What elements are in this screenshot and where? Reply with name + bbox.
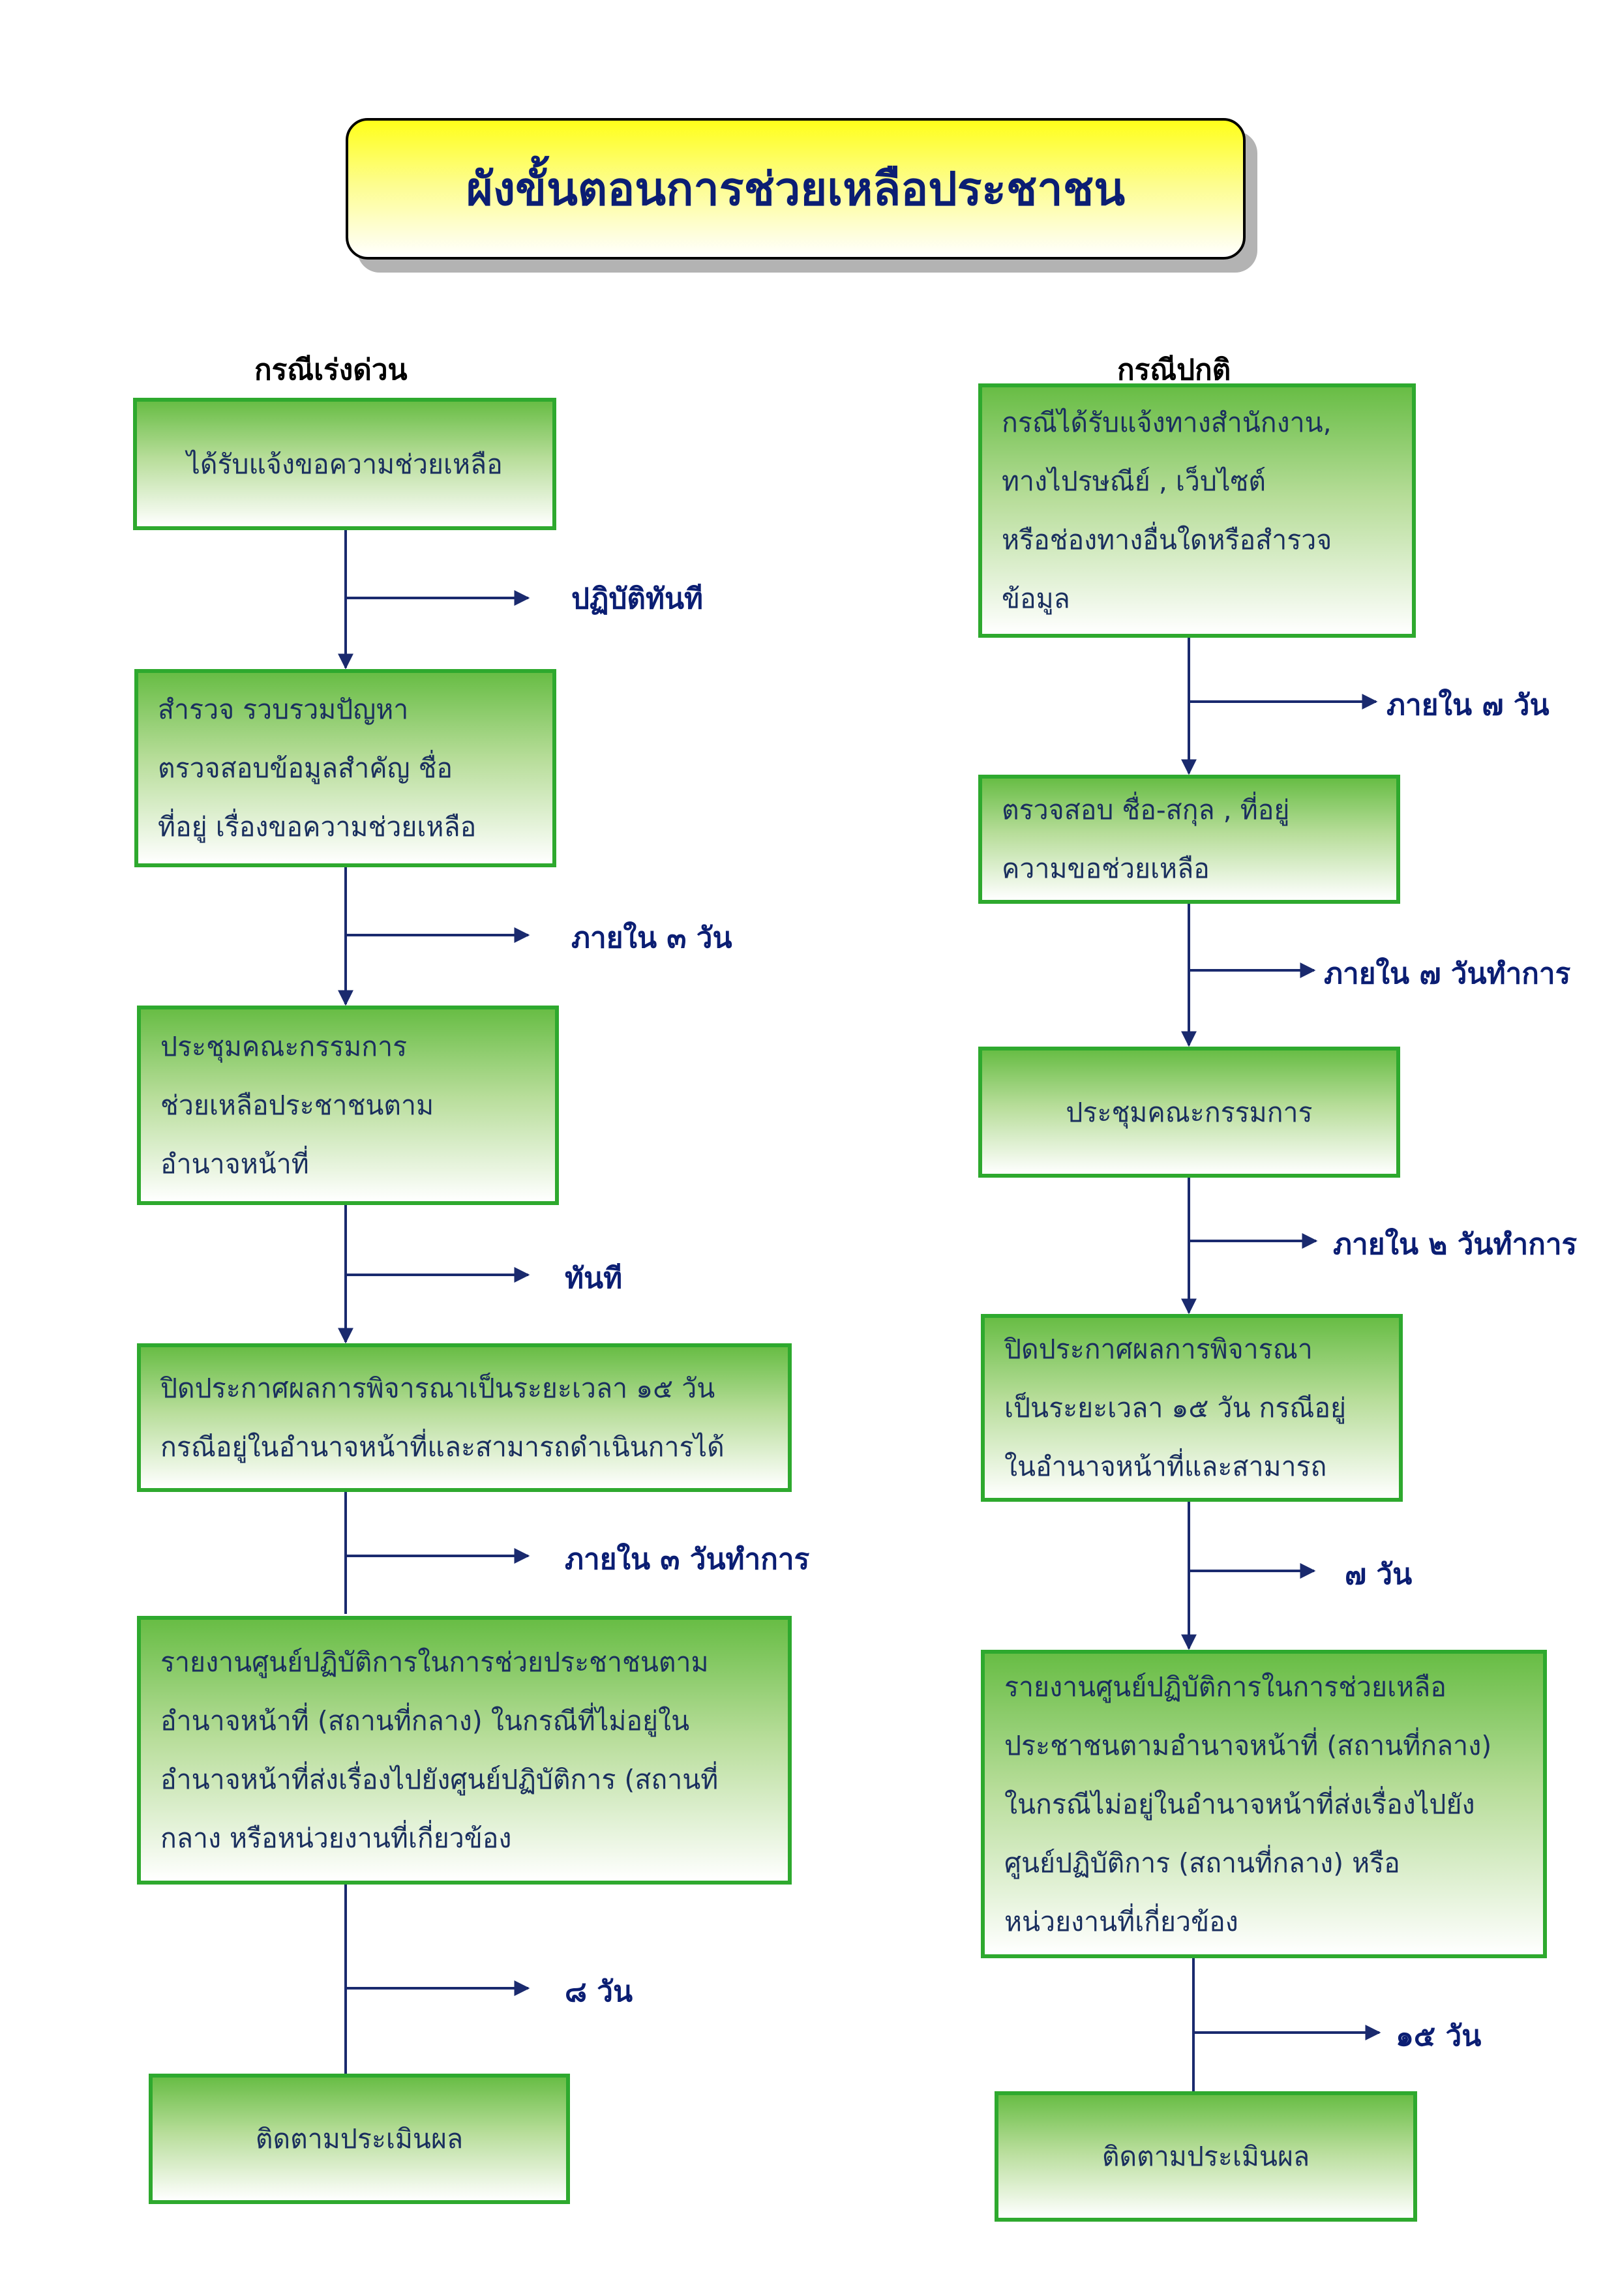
urgent-timing-3: ทันที [565,1262,623,1295]
step-line: ประชุมคณะกรรมการ [160,1031,408,1062]
step-line: อำนาจหน้าที่ (สถานที่กลาง) ในกรณีที่ไม่อ… [160,1705,690,1737]
normal-timing-5: ๑๕ วัน [1396,2020,1482,2053]
urgent-step-3: ประชุมคณะกรรมการ ช่วยเหลือประชาชนตาม อำน… [137,1006,559,1205]
step-line: กรณีอยู่ในอำนาจหน้าที่และสามารถดำเนินการ… [160,1431,725,1463]
urgent-step-5: รายงานศูนย์ปฏิบัติการในการช่วยประชาชนตาม… [137,1616,792,1885]
step-line: สำรวจ รวบรวมปัญหา [158,694,409,725]
step-line: กรณีได้รับแจ้งทางสำนักงาน, [1002,407,1332,438]
step-line: ปิดประกาศผลการพิจารณา [1004,1334,1313,1365]
normal-step-1: กรณีได้รับแจ้งทางสำนักงาน, ทางไปรษณีย์ ,… [978,383,1416,638]
step-line: ความขอช่วยเหลือ [1002,853,1210,884]
step-line: เป็นระยะเวลา ๑๕ วัน กรณีอยู่ [1004,1392,1347,1424]
step-line: หน่วยงานที่เกี่ยวข้อง [1004,1905,1238,1937]
normal-step-2: ตรวจสอบ ชื่อ-สกุล , ที่อยู่ ความขอช่วยเห… [978,775,1400,904]
normal-timing-3: ภายใน ๒ วันทำการ [1333,1228,1578,1261]
normal-step-6: ติดตามประเมินผล [995,2091,1417,2222]
urgent-heading: กรณีเร่งด่วน [254,353,408,387]
urgent-step-2: สำรวจ รวบรวมปัญหา ตรวจสอบข้อมูลสำคัญ ชื่… [134,669,556,867]
step-line: ติดตามประเมินผล [255,2123,464,2154]
normal-timing-4: ๗ วัน [1345,1558,1413,1591]
step-line: ประชุมคณะกรรมการ [1066,1096,1313,1128]
step-line: อำนาจหน้าที่ส่งเรื่องไปยังศูนย์ปฏิบัติกา… [160,1764,719,1795]
normal-timing-2: ภายใน ๗ วันทำการ [1324,957,1571,991]
urgent-step-4: ปิดประกาศผลการพิจารณาเป็นระยะเวลา ๑๕ วัน… [137,1343,792,1492]
step-line: ติดตามประเมินผล [1101,2141,1310,2172]
urgent-timing-5: ๘ วัน [565,1975,633,2008]
urgent-step-1: ได้รับแจ้งขอความช่วยเหลือ [133,398,556,530]
step-line: ในอำนาจหน้าที่และสามารถ [1004,1451,1327,1482]
step-line: อำนาจหน้าที่ [160,1148,309,1180]
urgent-timing-1: ปฏิบัติทันที [571,582,704,616]
step-line: ตรวจสอบข้อมูลสำคัญ ชื่อ [158,753,453,784]
urgent-timing-2: ภายใน ๓ วัน [571,921,732,955]
step-line: ในกรณีไม่อยู่ในอำนาจหน้าที่ส่งเรื่องไปยั… [1004,1788,1475,1820]
step-line: ได้รับแจ้งขอความช่วยเหลือ [187,448,503,480]
step-line: ที่อยู่ เรื่องขอความช่วยเหลือ [158,811,477,842]
step-line: รายงานศูนย์ปฏิบัติการในการช่วยเหลือ [1004,1671,1446,1703]
urgent-step-6: ติดตามประเมินผล [149,2074,570,2204]
step-line: กลาง หรือหน่วยงานที่เกี่ยวข้อง [160,1823,512,1854]
step-line: ปิดประกาศผลการพิจารณาเป็นระยะเวลา ๑๕ วัน [160,1373,715,1404]
step-line: ทางไปรษณีย์ , เว็บไซต์ [1002,466,1266,497]
step-line: ช่วยเหลือประชาชนตาม [160,1090,434,1121]
step-line: ประชาชนตามอำนาจหน้าที่ (สถานที่กลาง) [1004,1729,1492,1761]
normal-step-5: รายงานศูนย์ปฏิบัติการในการช่วยเหลือ ประช… [981,1650,1547,1958]
title-banner: ผังขั้นตอนการช่วยเหลือประชาชน [346,118,1246,260]
normal-step-4: ปิดประกาศผลการพิจารณา เป็นระยะเวลา ๑๕ วั… [981,1314,1403,1502]
normal-heading: กรณีปกติ [1117,353,1231,387]
step-line: รายงานศูนย์ปฏิบัติการในการช่วยประชาชนตาม [160,1647,709,1678]
step-line: หรือช่องทางอื่นใดหรือสำรวจ [1002,524,1332,556]
normal-step-3: ประชุมคณะกรรมการ [978,1047,1400,1178]
normal-timing-1: ภายใน ๗ วัน [1386,689,1550,722]
step-line: ข้อมูล [1002,583,1070,614]
step-line: ตรวจสอบ ชื่อ-สกุล , ที่อยู่ [1002,794,1290,826]
urgent-timing-4: ภายใน ๓ วันทำการ [565,1543,810,1576]
step-line: ศูนย์ปฏิบัติการ (สถานที่กลาง) หรือ [1004,1847,1400,1879]
page-title: ผังขั้นตอนการช่วยเหลือประชาชน [466,162,1126,216]
